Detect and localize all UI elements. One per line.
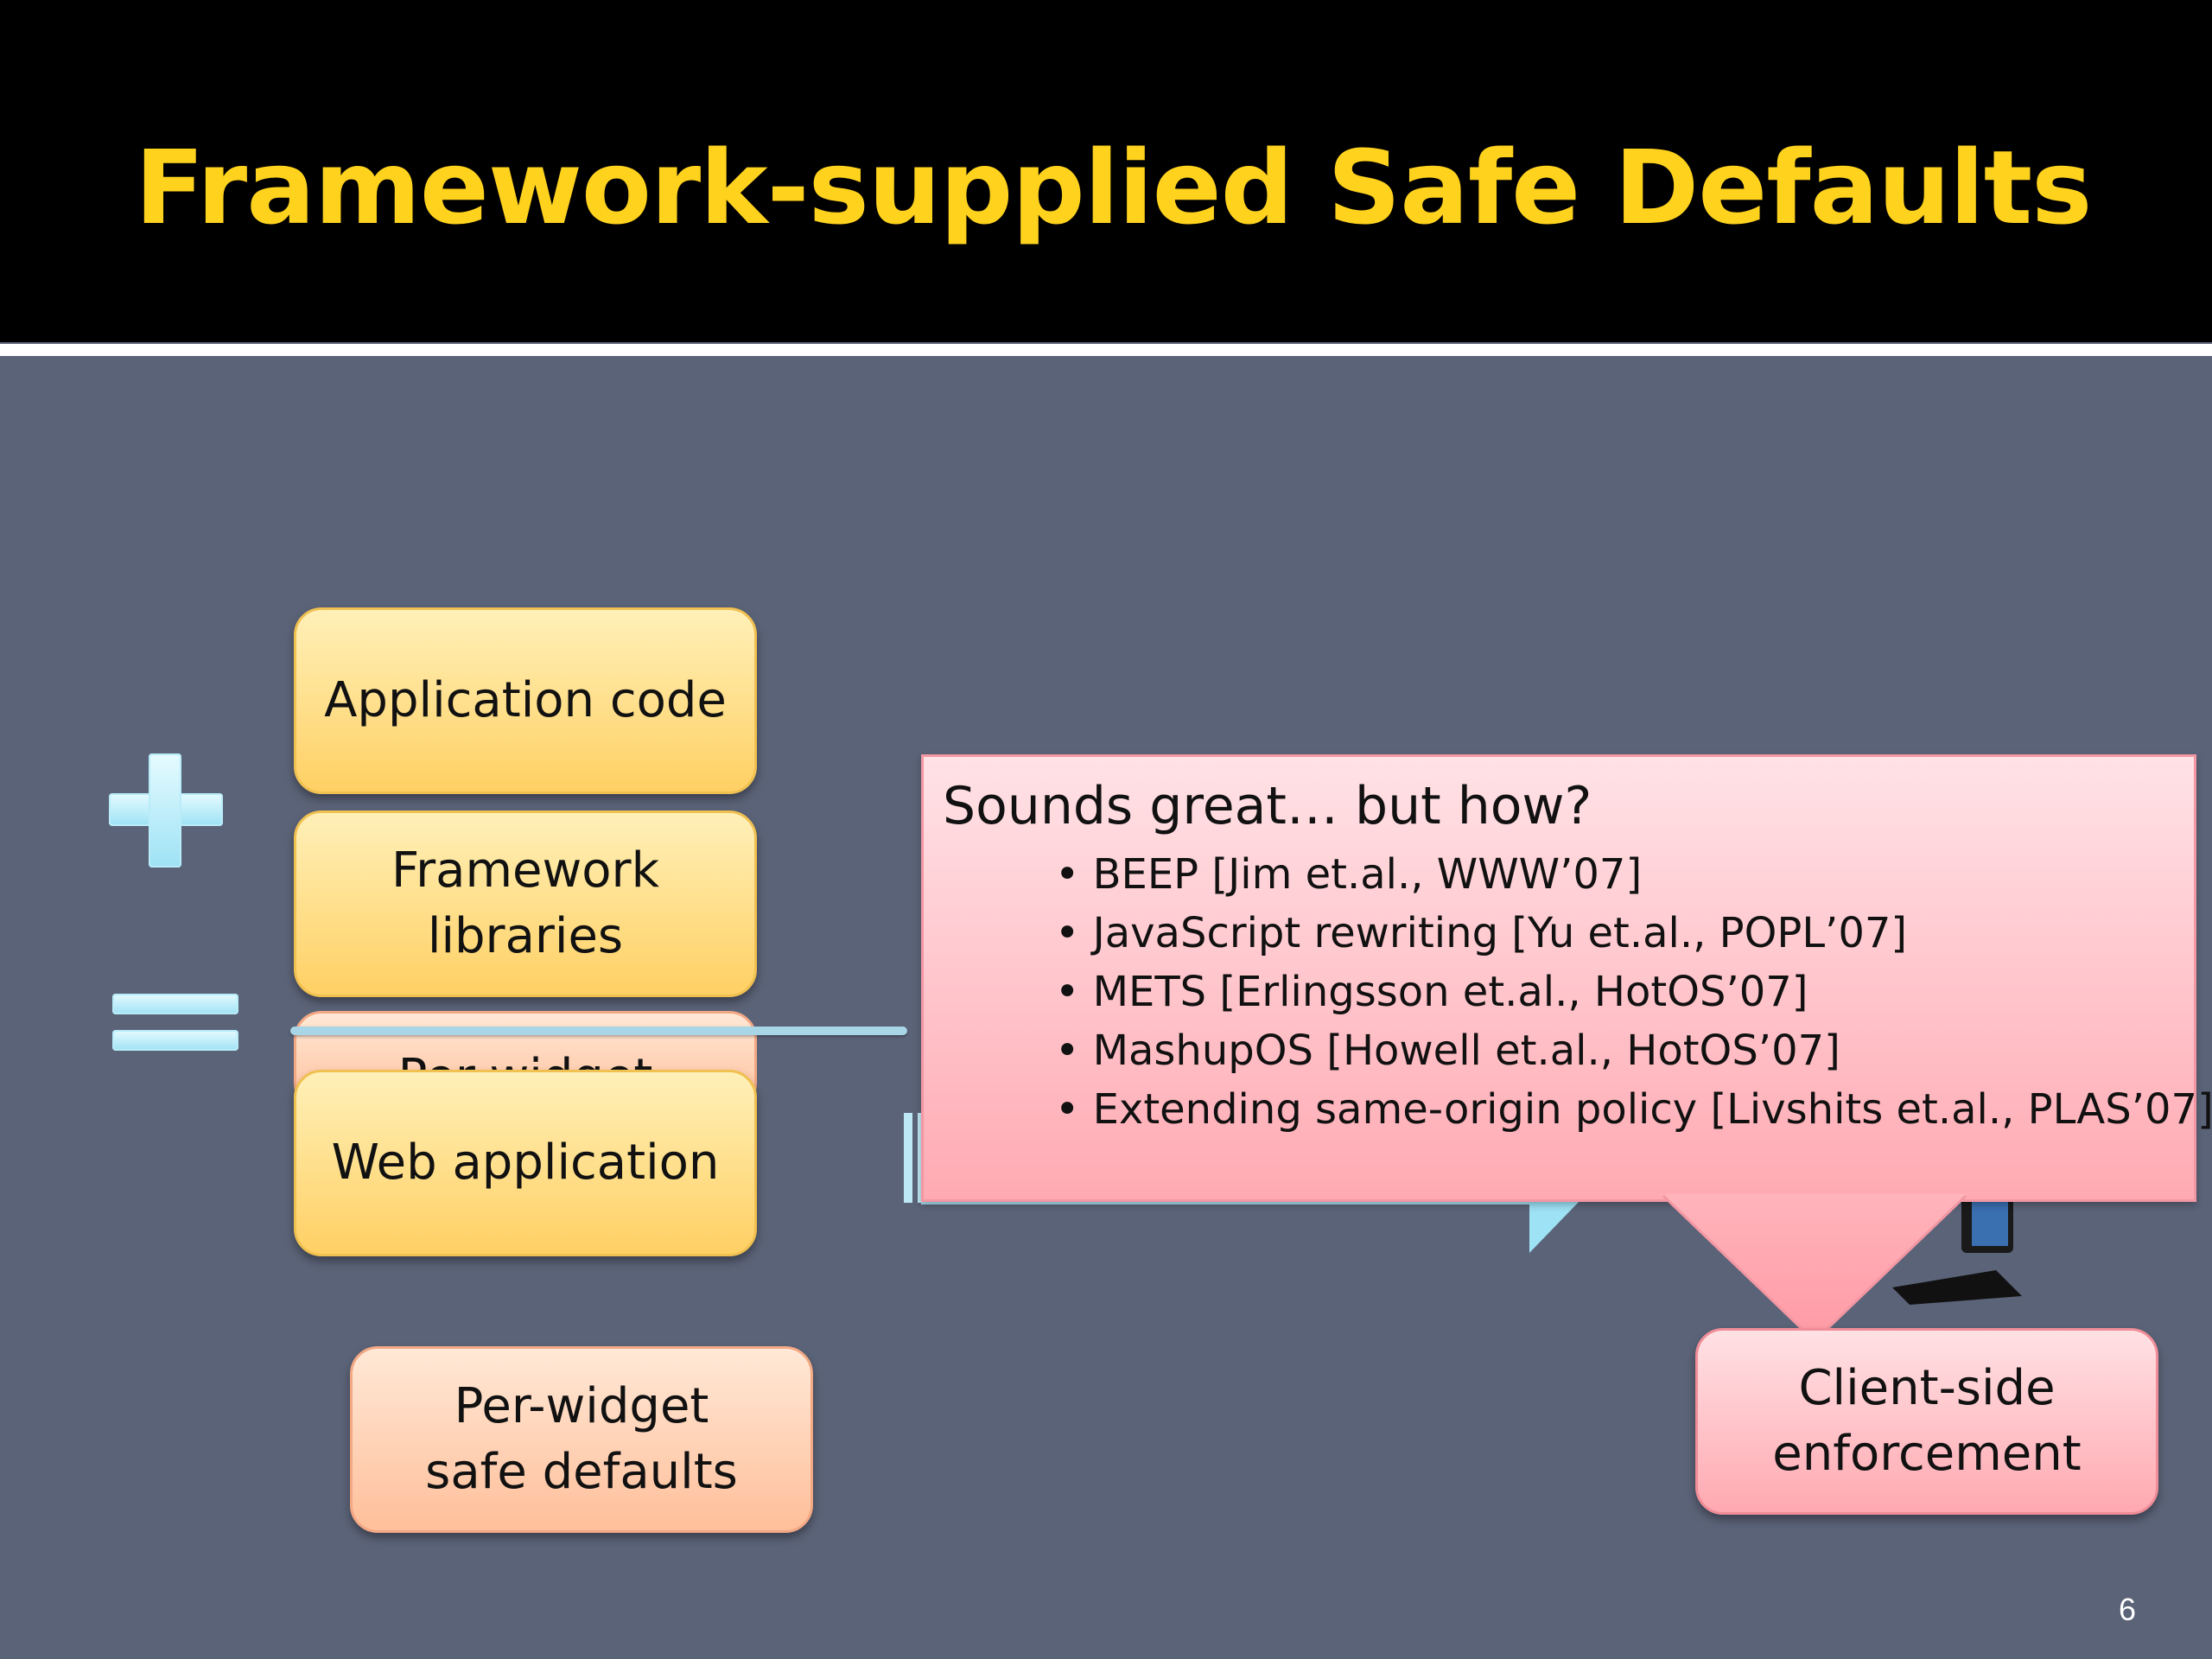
per-widget-safe-defaults-label: Per-widget safe defaults xyxy=(425,1378,738,1500)
callout-item-same-origin: Extending same-origin policy [Livshits e… xyxy=(1055,1080,2212,1139)
slide-title: Framework-supplied Safe Defaults xyxy=(135,128,2092,247)
web-application-label: Web application xyxy=(331,1135,720,1192)
framework-libraries-box: Framework libraries xyxy=(294,810,757,997)
cyan-arrow-outline-1 xyxy=(904,1113,912,1203)
plus-icon xyxy=(109,753,223,868)
title-bar: Framework-supplied Safe Defaults xyxy=(0,0,2212,342)
callout-list: BEEP [Jim et.al., WWW’07] JavaScript rew… xyxy=(1055,845,2212,1139)
application-code-label: Application code xyxy=(324,672,727,729)
application-code-box: Application code xyxy=(294,607,757,794)
callout-item-js-rewriting: JavaScript rewriting [Yu et.al., POPL’07… xyxy=(1055,904,2212,963)
connector-line xyxy=(290,1027,907,1035)
callout-item-mets: METS [Erlingsson et.al., HotOS’07] xyxy=(1055,963,2212,1021)
callout-pointer xyxy=(1662,1194,1967,1344)
callout-heading: Sounds great… but how? xyxy=(943,776,1592,836)
client-side-enforcement-box: Client-side enforcement xyxy=(1695,1328,2158,1515)
framework-libraries-label: Framework libraries xyxy=(391,842,659,964)
web-application-box: Web application xyxy=(294,1070,757,1256)
title-divider xyxy=(0,344,2212,356)
per-widget-safe-defaults-box: Per-widget safe defaults xyxy=(350,1346,813,1533)
cyan-arrow-head xyxy=(1529,1199,1581,1253)
callout-item-beep: BEEP [Jim et.al., WWW’07] xyxy=(1055,845,2212,904)
callout-box: Sounds great… but how? BEEP [Jim et.al.,… xyxy=(921,754,2212,1202)
client-side-enforcement-label: Client-side enforcement xyxy=(1772,1360,2082,1482)
equals-icon xyxy=(112,994,238,1054)
page-number: 6 xyxy=(2119,1592,2137,1627)
callout-item-mashupos: MashupOS [Howell et.al., HotOS’07] xyxy=(1055,1021,2212,1080)
